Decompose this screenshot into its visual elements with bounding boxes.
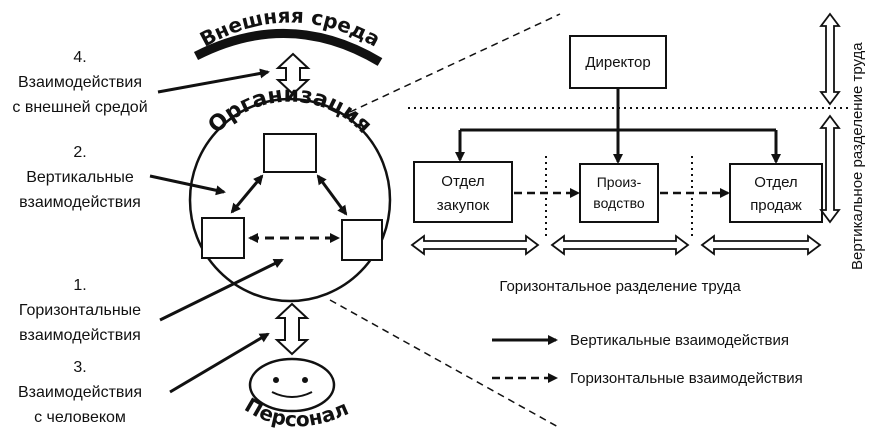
legend-horizontal-label: Горизонтальные взаимодействия bbox=[570, 370, 803, 387]
annotation-2-line1: Вертикальные bbox=[26, 169, 134, 186]
dept-purchasing-line2: закупок bbox=[437, 197, 490, 214]
annotation-4-line1: Взаимодействия bbox=[18, 74, 142, 91]
org-right-box bbox=[341, 219, 383, 261]
environment-arc bbox=[193, 28, 383, 66]
smiley-mouth bbox=[271, 391, 313, 398]
annotation-3-line2: с человеком bbox=[34, 409, 126, 426]
annotation-1-line2: взаимодействия bbox=[19, 327, 141, 344]
dept-sales-line1: Отдел bbox=[754, 174, 797, 191]
vertical-double-arrow-top bbox=[819, 12, 841, 106]
projection-line-bottom bbox=[329, 299, 561, 429]
smiley-left-eye bbox=[273, 377, 279, 383]
vertical-division-label: Вертикальное разделение труда bbox=[849, 42, 866, 270]
environment-double-arrow bbox=[275, 52, 311, 96]
dept-production-box bbox=[579, 163, 659, 223]
horizontal-double-arrow-2 bbox=[550, 234, 690, 256]
annotation-4-arrow bbox=[157, 68, 270, 94]
org-left-box bbox=[201, 217, 245, 259]
horizontal-division-label: Горизонтальное разделение труда bbox=[499, 278, 741, 295]
annotation-2-line2: взаимодействия bbox=[19, 194, 141, 211]
annotation-2-num: 2. bbox=[73, 144, 86, 161]
dept-sales-line2: продаж bbox=[750, 197, 802, 214]
org-vertical-arrow-right bbox=[316, 174, 348, 216]
annotation-4-line2: с внешней средой bbox=[12, 99, 147, 116]
annotation-1-arrow bbox=[159, 258, 284, 322]
annotation-4-num: 4. bbox=[73, 49, 86, 66]
annotation-1-line1: Горизонтальные bbox=[19, 302, 141, 319]
annotation-3-num: 3. bbox=[73, 359, 86, 376]
dept-sales-box bbox=[729, 163, 823, 223]
dept-purchasing-line1: Отдел bbox=[441, 173, 484, 190]
dept-production-line1: Произ- bbox=[597, 174, 642, 190]
annotation-3-line1: Взаимодействия bbox=[18, 384, 142, 401]
vertical-double-arrow-bottom bbox=[819, 114, 841, 224]
annotation-2-arrow bbox=[149, 174, 226, 196]
horizontal-double-arrow-3 bbox=[700, 234, 822, 256]
smiley-face-icon bbox=[248, 357, 336, 413]
horizontal-double-arrow-1 bbox=[410, 234, 540, 256]
personnel-double-arrow bbox=[274, 302, 310, 356]
annotation-3-arrow bbox=[169, 332, 270, 394]
dept-production-line2: водство bbox=[593, 195, 645, 211]
annotation-1-num: 1. bbox=[73, 277, 86, 294]
smiley-right-eye bbox=[302, 377, 308, 383]
org-vertical-arrow-left bbox=[230, 174, 264, 214]
legend-vertical-label: Вертикальные взаимодействия bbox=[570, 332, 789, 349]
director-label: Директор bbox=[585, 54, 650, 71]
dept-purchasing-box bbox=[413, 161, 513, 223]
projection-line-top bbox=[349, 13, 561, 113]
org-top-box bbox=[263, 133, 317, 173]
